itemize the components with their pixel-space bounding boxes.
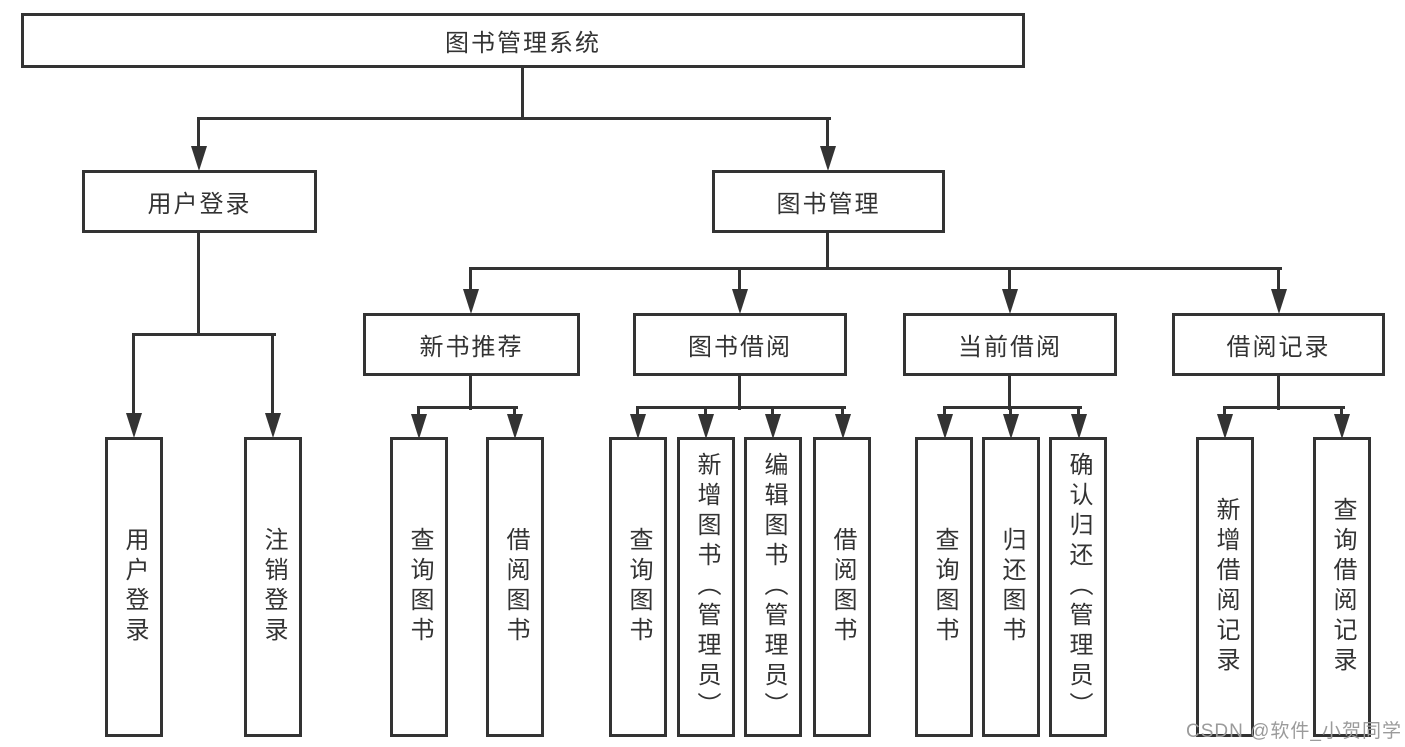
connector-line: [469, 267, 1282, 270]
arrow-down-icon: [630, 414, 646, 439]
connector-line: [738, 269, 741, 295]
arrow-down-icon: [1271, 289, 1287, 314]
leaf-add-book-admin: 新增图书（管理员）: [677, 437, 735, 737]
arrow-down-icon: [820, 146, 836, 171]
connector-line: [1008, 269, 1011, 295]
arrow-down-icon: [1217, 414, 1233, 439]
leaf-edit-book-admin: 编辑图书（管理员）: [744, 437, 802, 737]
arrow-down-icon: [765, 414, 781, 439]
connector-line: [521, 68, 524, 119]
node-current-borrow: 当前借阅: [903, 313, 1117, 376]
node-borrow-records: 借阅记录: [1172, 313, 1385, 376]
connector-line: [826, 233, 829, 270]
connector-line: [1277, 269, 1280, 295]
leaf-add-borrow-record: 新增借阅记录: [1196, 437, 1254, 737]
arrow-down-icon: [732, 289, 748, 314]
csdn-watermark: CSDN @软件_小贺同学: [1186, 721, 1402, 742]
leaf-confirm-return-admin: 确认归还（管理员）: [1049, 437, 1107, 737]
arrow-down-icon: [411, 414, 427, 439]
arrow-down-icon: [463, 289, 479, 314]
connector-line: [826, 119, 829, 160]
node-root: 图书管理系统: [21, 13, 1025, 68]
arrow-down-icon: [191, 146, 207, 171]
connector-line: [1008, 376, 1011, 410]
node-book-management: 图书管理: [712, 170, 945, 233]
connector-line: [197, 233, 200, 336]
leaf-return-book: 归还图书: [982, 437, 1040, 737]
leaf-user-login: 用户登录: [105, 437, 163, 737]
arrow-down-icon: [1002, 289, 1018, 314]
connector-line: [132, 335, 135, 425]
connector-line: [197, 117, 831, 120]
connector-line: [636, 406, 846, 409]
arrow-down-icon: [1003, 414, 1019, 439]
connector-line: [469, 376, 472, 410]
node-book-borrow: 图书借阅: [633, 313, 847, 376]
leaf-borrow-book-1: 借阅图书: [486, 437, 544, 737]
connector-line: [469, 269, 472, 295]
connector-line: [417, 406, 518, 409]
arrow-down-icon: [835, 414, 851, 439]
arrow-down-icon: [1334, 414, 1350, 439]
node-new-book-recommend: 新书推荐: [363, 313, 580, 376]
connector-line: [197, 119, 200, 160]
connector-line: [271, 335, 274, 425]
connector-line: [738, 376, 741, 410]
arrow-down-icon: [698, 414, 714, 439]
arrow-down-icon: [126, 413, 142, 438]
connector-line: [1277, 376, 1280, 410]
connector-line: [1223, 406, 1345, 409]
leaf-query-book-3: 查询图书: [915, 437, 973, 737]
arrow-down-icon: [507, 414, 523, 439]
leaf-logout: 注销登录: [244, 437, 302, 737]
arrow-down-icon: [265, 413, 281, 438]
leaf-query-book-2: 查询图书: [609, 437, 667, 737]
leaf-query-book-1: 查询图书: [390, 437, 448, 737]
leaf-query-borrow-record: 查询借阅记录: [1313, 437, 1371, 737]
node-user-login: 用户登录: [82, 170, 317, 233]
arrow-down-icon: [1071, 414, 1087, 439]
connector-line: [132, 333, 276, 336]
arrow-down-icon: [937, 414, 953, 439]
connector-line: [943, 406, 1082, 409]
leaf-borrow-book-2: 借阅图书: [813, 437, 871, 737]
